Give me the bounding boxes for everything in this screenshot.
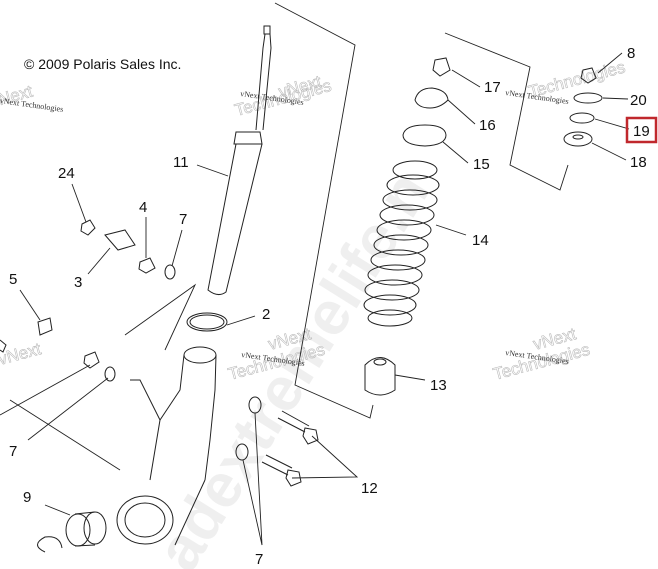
bushing-18-hole — [572, 134, 584, 140]
o-ring — [186, 312, 228, 332]
callout-4[interactable]: 4 — [139, 199, 147, 216]
bushing-18 — [563, 131, 593, 147]
copyright-text: © 2009 Polaris Sales Inc. — [24, 56, 181, 72]
upper-cup — [414, 87, 449, 109]
washer-7 — [164, 264, 176, 280]
shock-assembly-bracket — [274, 2, 374, 419]
partial-part — [0, 339, 7, 353]
callout-12[interactable]: 12 — [361, 480, 378, 497]
clip-3 — [104, 229, 136, 251]
bump-stop — [364, 357, 396, 396]
callout-11[interactable]: 11 — [173, 154, 189, 171]
callout-15[interactable]: 15 — [473, 156, 490, 173]
leader-lines — [0, 52, 630, 546]
nut — [83, 351, 100, 369]
callout-7[interactable]: 7 — [255, 551, 263, 568]
steering-knuckle — [116, 346, 217, 546]
top-mount-bracket — [444, 32, 569, 191]
callout-7[interactable]: 7 — [9, 443, 17, 460]
callout-17[interactable]: 17 — [484, 79, 501, 96]
washer-7 — [235, 443, 249, 461]
callout-18[interactable]: 18 — [630, 154, 647, 171]
callout-5[interactable]: 5 — [9, 271, 17, 288]
spring-seat — [402, 124, 447, 147]
washer — [104, 366, 116, 382]
callout-8[interactable]: 8 — [627, 45, 635, 62]
bearing — [65, 511, 107, 547]
washer-20 — [573, 92, 603, 104]
callout-13[interactable]: 13 — [430, 377, 447, 394]
callout-19[interactable]: 19 — [633, 123, 650, 140]
nut-8 — [580, 67, 597, 84]
washer-19 — [569, 112, 595, 124]
snap-ring — [37, 536, 63, 553]
nut-24 — [80, 219, 96, 236]
callout-14[interactable]: 14 — [472, 232, 489, 249]
coil-spring — [363, 160, 440, 327]
top-nut — [432, 57, 451, 77]
o-ring-inner — [189, 314, 225, 330]
bolt-5 — [37, 317, 53, 336]
callout-3[interactable]: 3 — [74, 274, 82, 291]
nut-4 — [138, 257, 156, 274]
callout-9[interactable]: 9 — [23, 489, 31, 506]
callout-16[interactable]: 16 — [479, 117, 496, 134]
callout-7[interactable]: 7 — [179, 211, 187, 228]
watermark-big: vNext — [0, 339, 43, 369]
callout-19-highlight — [625, 116, 658, 144]
callout-20[interactable]: 20 — [630, 92, 647, 109]
callout-2[interactable]: 2 — [262, 306, 270, 323]
shock-absorber — [207, 25, 272, 296]
bolts — [261, 410, 319, 487]
callout-24[interactable]: 24 — [58, 165, 75, 182]
